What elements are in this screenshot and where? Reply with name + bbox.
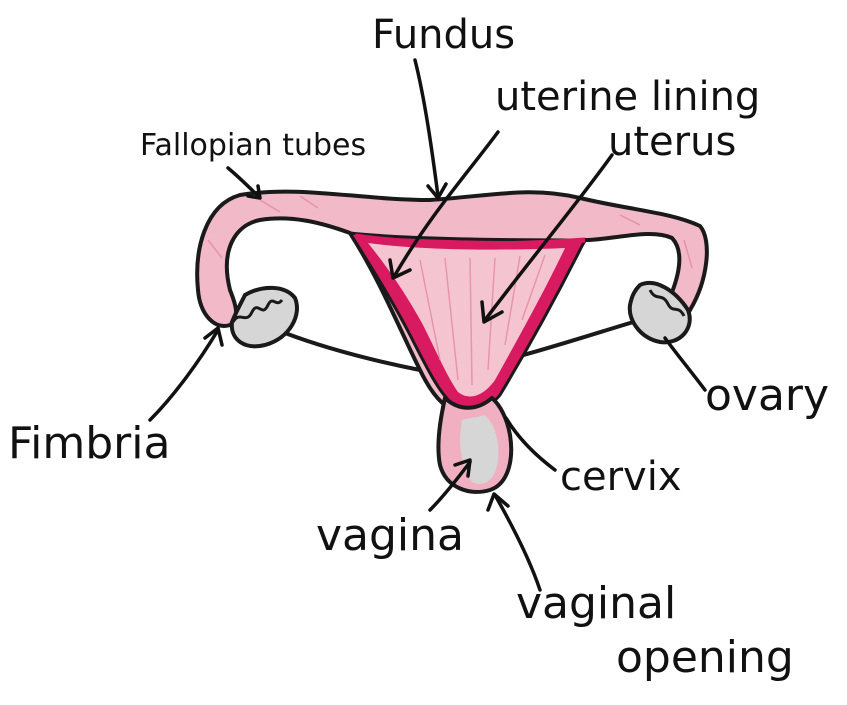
- label-uterine-lining: uterine lining: [495, 74, 760, 120]
- left-ovarian-ligament: [285, 333, 420, 370]
- label-cervix: cervix: [560, 454, 682, 500]
- label-fallopian-tubes: Fallopian tubes: [140, 128, 366, 163]
- pointer-fimbria: [150, 330, 218, 420]
- label-vaginal-opening-line2: opening: [616, 632, 794, 683]
- label-vagina: vagina: [316, 510, 464, 561]
- pointer-fallopian-tubes: [228, 168, 258, 196]
- label-uterus: uterus: [608, 119, 736, 165]
- pointer-vaginal-opening: [495, 495, 540, 590]
- label-ovary: ovary: [705, 370, 829, 421]
- pointer-ovary: [665, 338, 705, 390]
- pointer-cervix: [506, 418, 555, 470]
- label-vaginal-opening-line1: vaginal: [516, 578, 676, 629]
- pointer-fundus: [415, 60, 438, 196]
- label-fundus: Fundus: [372, 12, 515, 58]
- label-fimbria: Fimbria: [8, 418, 170, 469]
